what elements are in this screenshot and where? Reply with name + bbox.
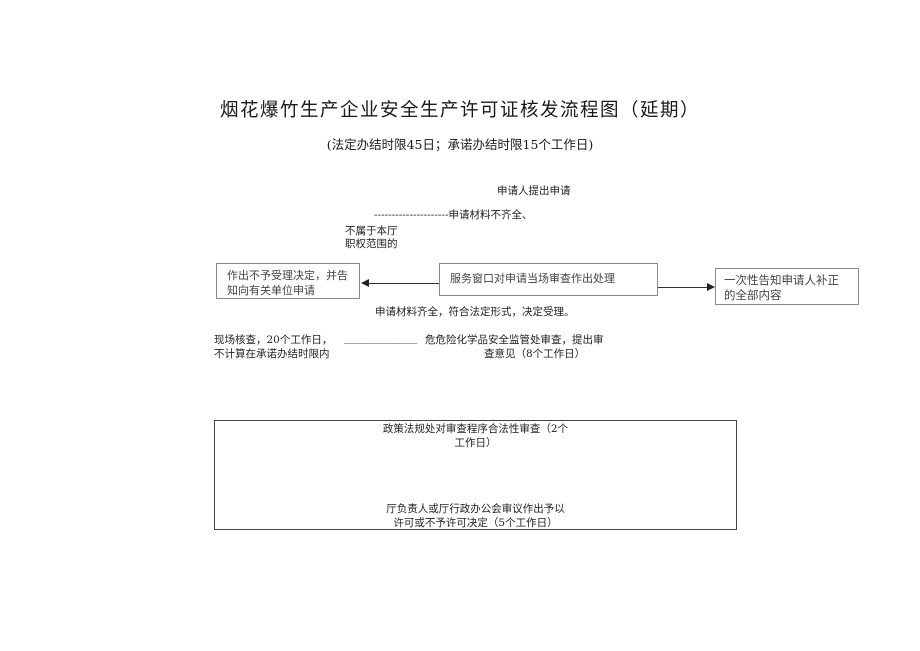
arrow-right-head	[707, 283, 715, 291]
review-decision-box	[214, 420, 737, 530]
service-window-text: 服务窗口对申请当场审查作出处理	[450, 272, 615, 285]
not-in-scope-line1: 不属于本厅	[345, 225, 398, 237]
page-subtitle: (法定办结时限45日；承诺办结时限15个工作日)	[326, 137, 594, 152]
hazchem-review-line2: 查意见（8个工作日）	[484, 348, 586, 360]
arrow-left-head	[361, 279, 369, 287]
connector-line: ______________	[344, 332, 418, 344]
legal-review-line1: 政策法规处对审查程序合法性审查（2个	[382, 423, 569, 435]
notify-box-line2: 的全部内容	[724, 288, 782, 302]
legal-review-line2: 工作日）	[454, 437, 497, 449]
notify-box-line1: 一次性告知申请人补正	[724, 273, 839, 287]
hazchem-review-line1: 危危险化学品安全监管处审查，提出审	[425, 334, 604, 346]
arrow-to-reject-line	[368, 283, 439, 284]
applicant-submits-text: 申请人提出申请	[497, 185, 571, 197]
incomplete-materials-text: ---------------------申请材料不齐全、	[374, 209, 533, 221]
not-in-scope-line2: 职权范围的	[345, 238, 398, 250]
service-window-box: 服务窗口对申请当场审查作出处理	[439, 263, 658, 296]
page-title: 烟花爆竹生产企业安全生产许可证核发流程图（延期）	[219, 100, 700, 121]
accepted-text: 申请材料齐全，符合法定形式，决定受理。	[375, 306, 575, 318]
reject-box-line2: 知向有关单位申请	[227, 284, 315, 297]
reject-box-line1: 作出不予受理决定，并告	[227, 269, 348, 282]
reject-decision-box: 作出不予受理决定，并告 知向有关单位申请	[216, 263, 360, 299]
site-check-line1: 现场核查，20个工作日，	[214, 334, 333, 346]
decision-line1: 厅负责人或厅行政办公会审议作出予以	[386, 503, 565, 515]
arrow-to-notify-line	[658, 287, 707, 288]
decision-line2: 许可或不予许可决定（5个工作日）	[393, 517, 558, 529]
site-check-line2: 不计算在承诺办结时限内	[214, 348, 330, 360]
notify-applicant-box: 一次性告知申请人补正 的全部内容	[715, 268, 859, 305]
